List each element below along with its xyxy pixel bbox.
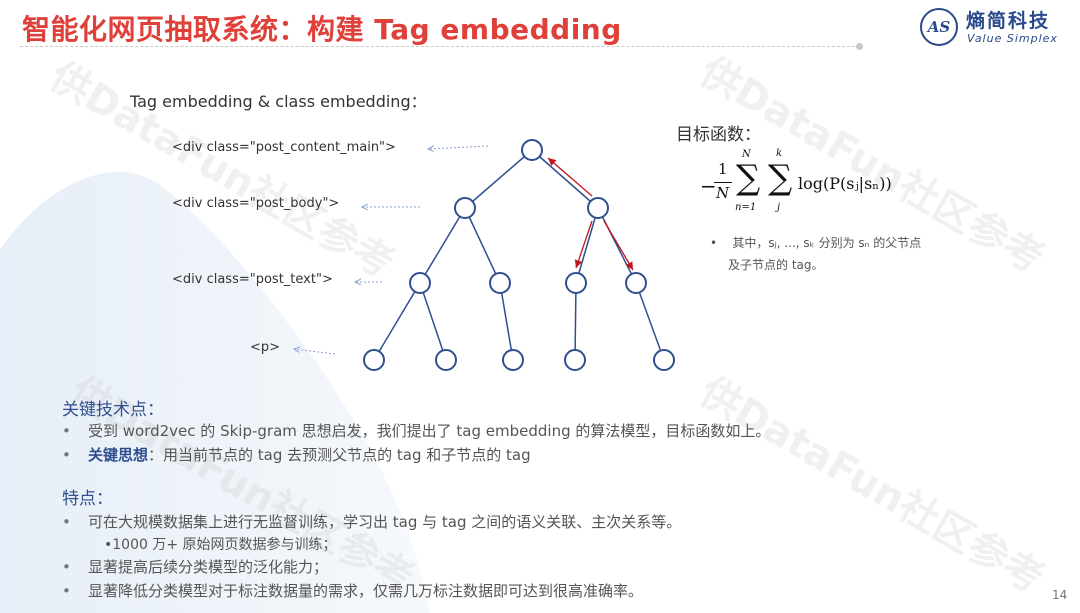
pointer-arrow [294,349,336,355]
features-title: 特点： [62,489,113,509]
key-points-title: 关键技术点： [62,400,164,420]
diagram-heading: Tag embedding & class embedding： [130,92,427,111]
feature-text: 显著提高后续分类模型的泛化能力； [88,558,329,576]
tree-node [502,349,524,371]
logo-english-name: Value Simplex [967,32,1058,45]
formula-outer-sum-top: N [742,149,751,160]
formula-note-line1: 其中，sⱼ, ..., sₖ 分别为 sₙ 的父节点 [732,236,922,250]
tree-edge [597,207,637,284]
tree-edge [419,282,447,361]
tree-edge [464,149,533,209]
tag-label-p: <p> [250,340,281,355]
tree-node [625,272,647,294]
tree-node [521,139,543,161]
formula-fraction-numerator: 1 [718,160,728,178]
feature-text: 1000 万+ 原始网页数据参与训练； [112,537,337,553]
formula-inner-sum-bottom: j [777,202,781,213]
tree-node [454,197,476,219]
feature-item: •显著提高后续分类模型的泛化能力； [62,558,329,576]
formula-note: • 其中，sⱼ, ..., sₖ 分别为 sₙ 的父节点 [710,234,921,251]
tree-edge [464,207,501,284]
formula-fraction-denominator: N [716,184,730,202]
tree-node [435,349,457,371]
formula-note-line2: 及子节点的 tag。 [728,258,824,272]
predict-parent-arrow [547,157,593,197]
company-logo: AS 熵简科技 Value Simplex [920,8,1065,48]
tree-edge [635,282,665,361]
formula-minus: − [700,174,717,198]
feature-sub-item: •1000 万+ 原始网页数据参与训练； [104,537,337,553]
title-divider [20,46,860,47]
tree-edge [574,282,577,361]
tag-label-post-body: <div class="post_body"> [172,196,340,211]
tree-node [409,272,431,294]
formula-outer-sum-bottom: n=1 [735,202,757,213]
tag-label-content-main: <div class="post_content_main"> [172,140,396,155]
formula-inner-sum-top: k [776,148,783,159]
pointer-arrow [428,146,489,149]
key-point-item: •受到 word2vec 的 Skip-gram 思想启发，我们提出了 tag … [62,422,771,440]
formula-body: log(P(sⱼ|sₙ)) [798,174,892,193]
tree-node [653,349,675,371]
predict-child-arrow [603,220,634,271]
sigma-icon: ∑ [768,158,793,198]
tree-edge [531,149,599,209]
objective-formula: − 1 N N ∑ n=1 k ∑ j log(P(sⱼ|sₙ)) [700,148,930,220]
key-point-text: 受到 word2vec 的 Skip-gram 思想启发，我们提出了 tag e… [88,422,771,440]
logo-chinese-name: 熵简科技 [966,10,1051,32]
tree-node [587,197,609,219]
tree-node [489,272,511,294]
note-bullet: • [710,236,718,250]
tree-node [564,349,586,371]
feature-item: •可在大规模数据集上进行无监督训练，学习出 tag 与 tag 之间的语义关联、… [62,513,682,531]
tree-edge [373,282,421,361]
sigma-icon: ∑ [736,158,761,198]
feature-text: 可在大规模数据集上进行无监督训练，学习出 tag 与 tag 之间的语义关联、主… [88,513,682,531]
tree-node [565,272,587,294]
predict-child-arrow [574,220,593,269]
tree-edge [575,207,599,284]
tree-node [363,349,385,371]
key-point-item: •关键思想：用当前节点的 tag 去预测父节点的 tag 和子节点的 tag [62,446,531,464]
tree-edge [419,207,466,284]
logo-badge-icon: AS [920,8,958,46]
page-number: 14 [1052,588,1068,602]
feature-item: •显著降低分类模型对于标注数据量的需求，仅需几万标注数据即可达到很高准确率。 [62,582,644,600]
divider-end-dot [856,43,863,50]
key-point-label: 关键思想 [88,446,149,464]
key-point-text: ：用当前节点的 tag 去预测父节点的 tag 和子节点的 tag [148,446,531,464]
slide-title: 智能化网页抽取系统：构建 Tag embedding [22,13,622,46]
tag-label-post-text: <div class="post_text"> [172,272,333,287]
feature-text: 显著降低分类模型对于标注数据量的需求，仅需几万标注数据即可达到很高准确率。 [88,582,644,600]
objective-title: 目标函数： [676,125,761,145]
tree-edge [499,282,514,361]
